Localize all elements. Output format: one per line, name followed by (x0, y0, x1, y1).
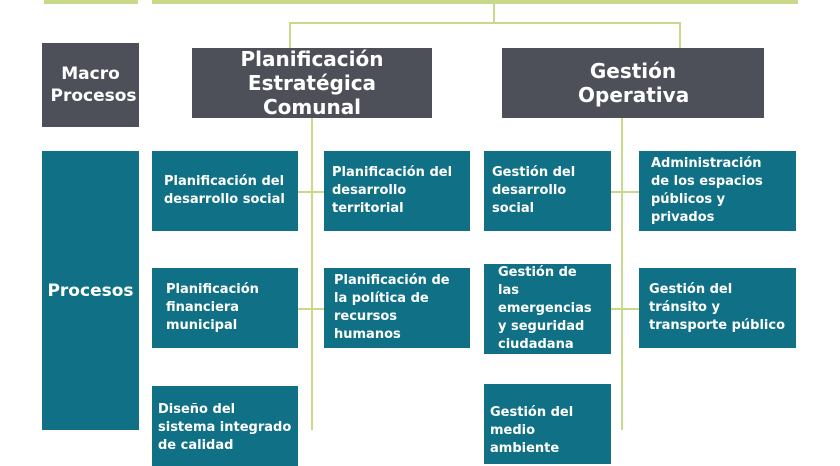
process-planificacion-desarrollo-territorial: Planificación del desarrollo territorial (324, 151, 470, 231)
process-label: Planificación del desarrollo social (164, 174, 285, 207)
side-label-procesos: Procesos (42, 151, 139, 430)
process-gestion-desarrollo-social: Gestión del desarrollo social (484, 151, 611, 231)
process-label: Administración de los espacios públicos … (651, 156, 763, 225)
process-label: Planificación financiera municipal (166, 282, 259, 333)
connector-left-drop (289, 22, 291, 48)
process-label: Planificación de la política de recursos… (334, 273, 450, 342)
process-gestion-transito: Gestión del tránsito y transporte públic… (639, 268, 796, 348)
connector-right-drop (679, 22, 681, 48)
connector-gestion-row1 (611, 191, 639, 193)
side-label-macro-text: Macro Procesos (50, 64, 137, 106)
side-label-procesos-text: Procesos (47, 280, 134, 301)
process-label: Gestión de las emergencias y seguridad c… (498, 265, 592, 352)
process-gestion-emergencias: Gestión de las emergencias y seguridad c… (484, 264, 611, 354)
macro-planificacion-estrategica: Planificación Estratégica Comunal (192, 47, 432, 119)
process-label: Planificación del desarrollo territorial (332, 165, 453, 216)
macro-planificacion-label: Planificación Estratégica Comunal (240, 47, 384, 119)
connector-gestion-row2 (611, 308, 639, 310)
connector-top-vertical (493, 0, 495, 24)
top-right-accent-bar (152, 0, 798, 4)
process-planificacion-recursos-humanos: Planificación de la política de recursos… (324, 268, 470, 348)
side-label-macro-procesos: Macro Procesos (42, 43, 139, 127)
top-left-accent-bar (44, 0, 138, 4)
connector-gestion-trunk (621, 118, 623, 430)
connector-planificacion-trunk (311, 118, 313, 430)
process-administracion-espacios: Administración de los espacios públicos … (639, 151, 796, 231)
connector-planificacion-row2 (298, 308, 324, 310)
process-label: Gestión del medio ambiente (490, 405, 574, 456)
process-label: Diseño del sistema integrado de calidad (158, 402, 292, 453)
process-label: Gestión del tránsito y transporte públic… (649, 282, 786, 333)
connector-planificacion-row1 (298, 191, 324, 193)
macro-gestion-label: Gestión Operativa (578, 59, 690, 107)
process-gestion-medio-ambiente: Gestión del medio ambiente (484, 384, 611, 464)
connector-top-horizontal (289, 22, 681, 24)
process-planificacion-desarrollo-social: Planificación del desarrollo social (152, 151, 298, 231)
process-label: Gestión del desarrollo social (492, 165, 576, 216)
process-planificacion-financiera-municipal: Planificación financiera municipal (152, 268, 298, 348)
process-diseno-sistema-calidad: Diseño del sistema integrado de calidad (152, 386, 298, 466)
macro-gestion-operativa: Gestión Operativa (502, 48, 764, 118)
